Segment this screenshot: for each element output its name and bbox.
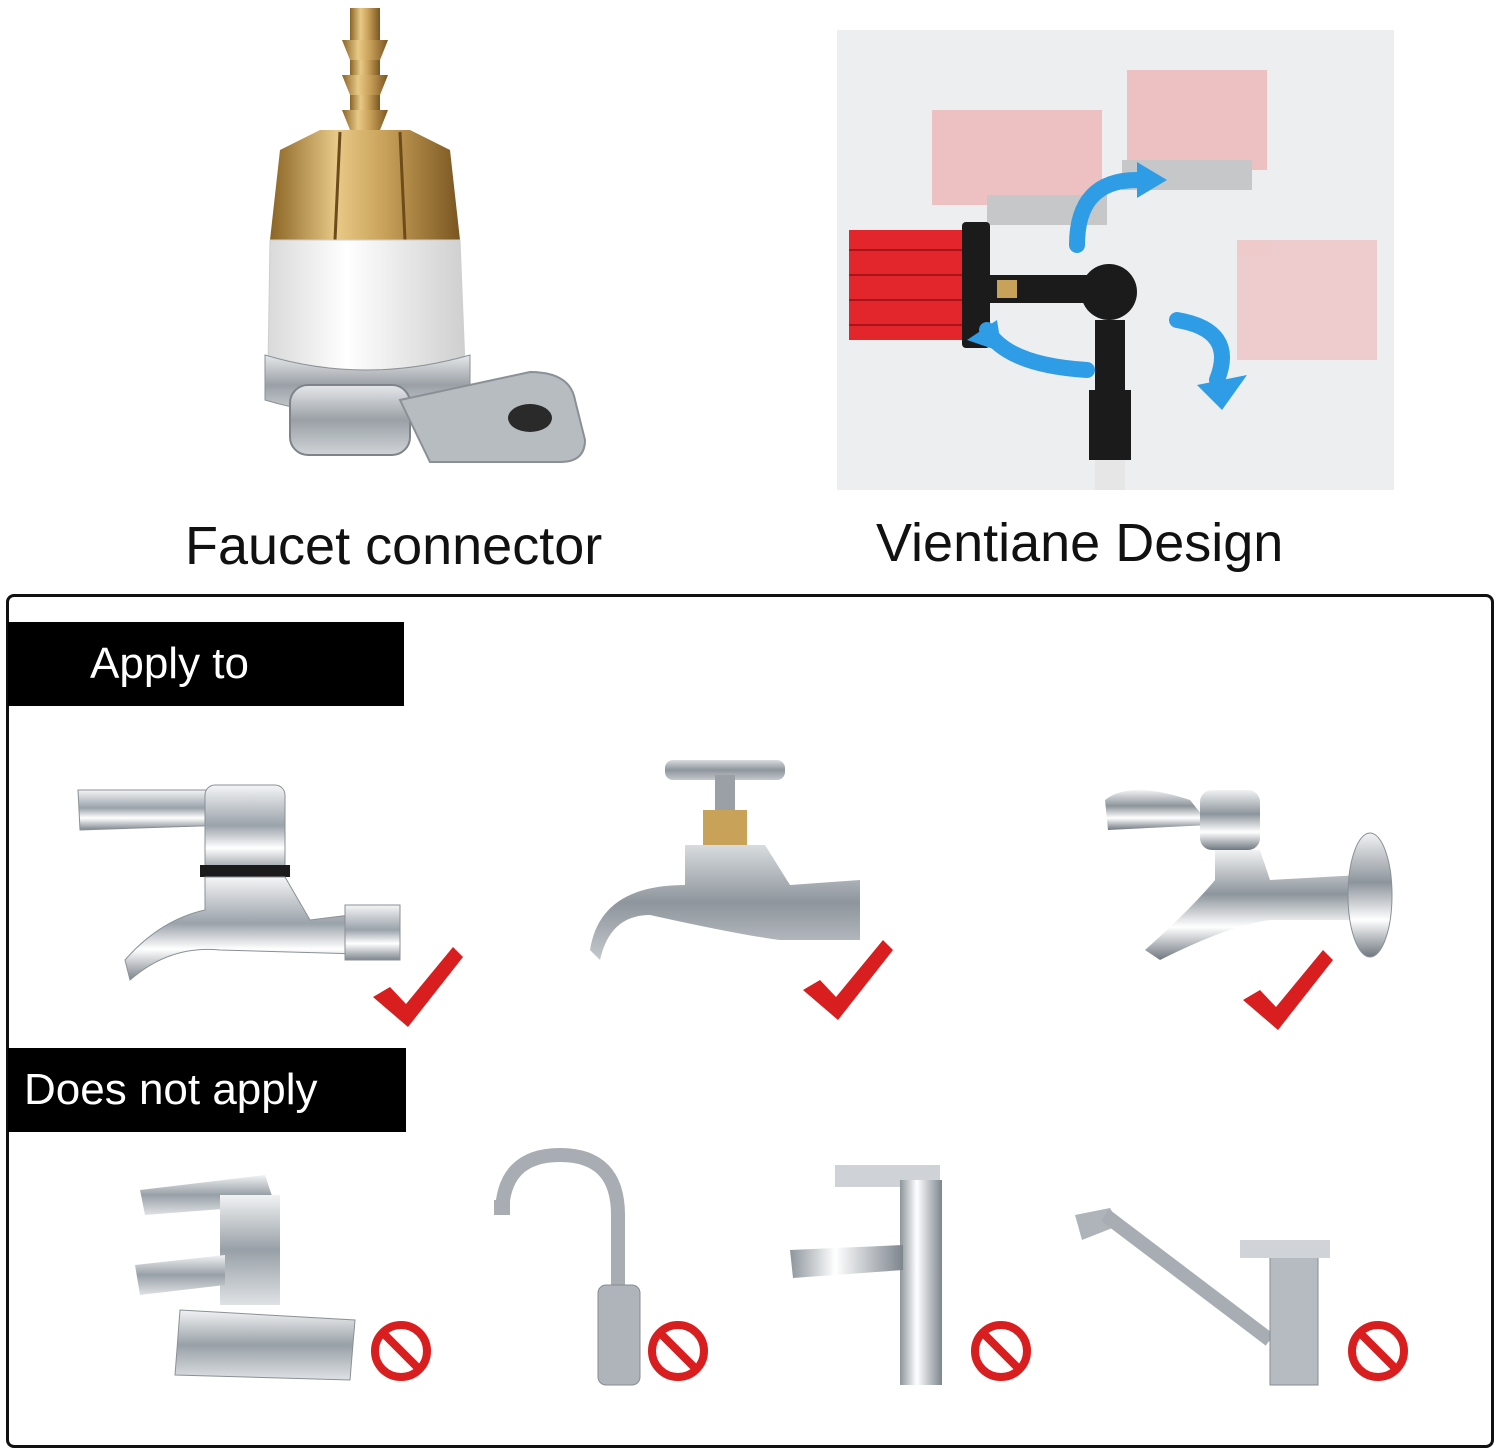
prohibited-icon <box>1345 1318 1411 1384</box>
faucet-connector-image <box>230 0 610 470</box>
faucet-connector-caption: Faucet connector <box>185 516 603 576</box>
prohibited-icon <box>645 1318 711 1384</box>
prohibited-icon <box>968 1318 1034 1384</box>
compatibility-panel <box>6 594 1494 1448</box>
vientiane-design-caption: Vientiane Design <box>876 513 1284 573</box>
bib-tap-image <box>590 755 870 975</box>
tall-mixer-image <box>785 1160 965 1390</box>
basin-mixer-image <box>125 1170 365 1400</box>
check-mark-icon <box>1238 945 1338 1035</box>
does-not-apply-label: Does not apply <box>8 1048 406 1132</box>
gooseneck-faucet-image <box>490 1145 650 1390</box>
prohibited-icon <box>368 1318 434 1384</box>
vientiane-design-image <box>837 30 1394 490</box>
check-mark-icon <box>368 942 468 1032</box>
kitchen-mixer-image <box>1070 1200 1350 1390</box>
lever-tap-image <box>70 770 410 990</box>
wall-tap-image <box>1100 770 1400 970</box>
check-mark-icon <box>798 935 898 1025</box>
apply-to-label: Apply to <box>8 622 404 706</box>
